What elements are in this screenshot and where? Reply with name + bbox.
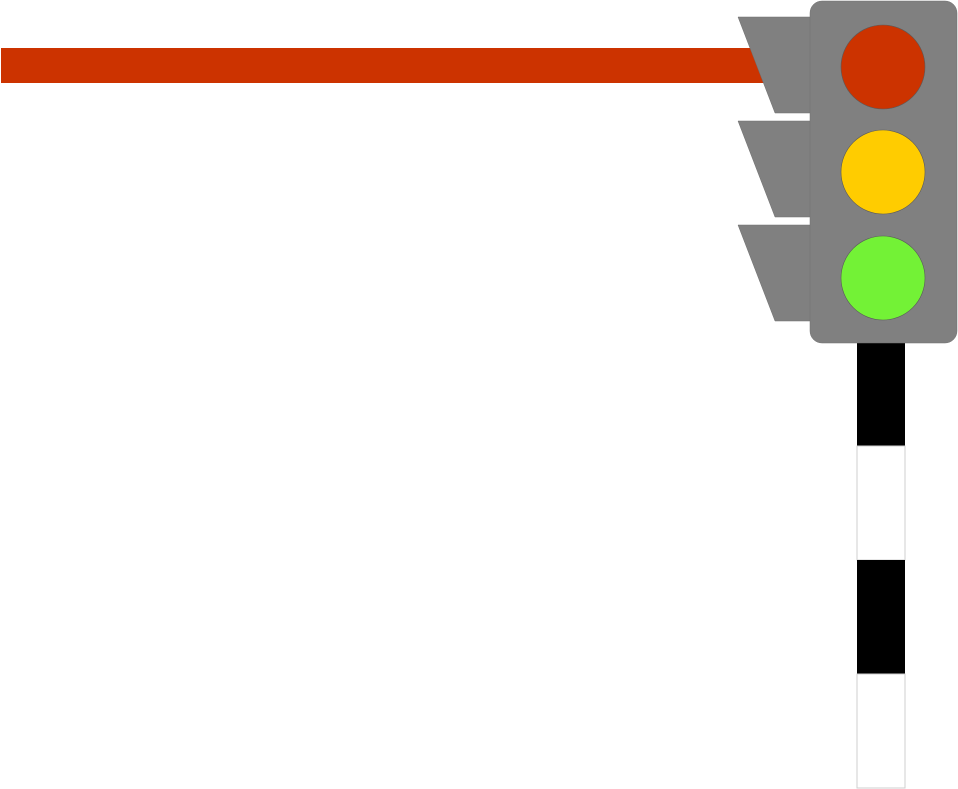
signal-lamps	[840, 24, 926, 321]
signal-pole	[856, 342, 906, 789]
lamp-visor-green	[737, 224, 813, 322]
lamp-visor-yellow	[737, 120, 813, 218]
pole-stripe	[856, 445, 906, 561]
signal-visors	[737, 16, 813, 322]
barrier-arm-icon	[1, 48, 771, 83]
pole-stripe	[857, 342, 905, 446]
pole-stripe	[856, 673, 906, 789]
lamp-green	[840, 235, 926, 321]
lamp-red	[840, 24, 926, 110]
pole-stripe	[857, 560, 905, 674]
lamp-yellow	[840, 129, 926, 215]
